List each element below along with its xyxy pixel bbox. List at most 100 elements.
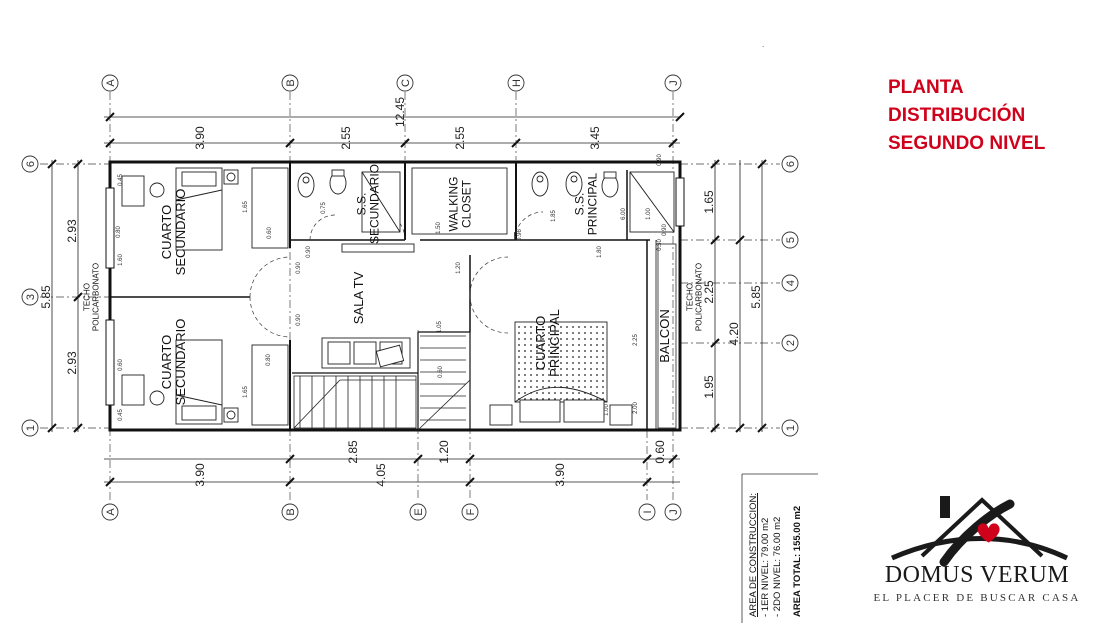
interior-dim: 1.00 bbox=[604, 404, 610, 416]
dim-top-overall: 12.45 bbox=[393, 97, 407, 127]
beds bbox=[121, 167, 289, 426]
balcony-railing bbox=[657, 243, 677, 429]
title-line-2: DISTRIBUCIÓN bbox=[888, 105, 1026, 126]
room-ss-secundario: S.S.SECUNDARIO bbox=[354, 164, 381, 244]
dimension-lines bbox=[51, 116, 763, 483]
interior-dim: 1.50 bbox=[436, 222, 442, 234]
interior-dim: 0.60 bbox=[267, 227, 273, 239]
axis-right-2: 2 bbox=[785, 340, 797, 346]
interior-dim: 1.20 bbox=[456, 262, 462, 274]
axis-left-3: 3 bbox=[25, 294, 37, 300]
room-cuarto-principal: CUARTOPRINCIPAL bbox=[533, 309, 562, 377]
dim-right-seg-1: 1.65 bbox=[702, 190, 716, 214]
room-sala-tv: SALA TV bbox=[351, 271, 366, 324]
interior-dim: 0.90 bbox=[296, 314, 302, 326]
house-heart-logo-icon bbox=[891, 496, 1069, 567]
interior-dim: 2.25 bbox=[633, 334, 639, 346]
axis-top-h: H bbox=[511, 79, 523, 87]
axis-right-4: 4 bbox=[785, 280, 797, 286]
room-cuarto-sec-bottom: CUARTOSECUNDARIO bbox=[159, 319, 188, 406]
dimension-texts: 12.45 3.90 2.55 2.55 3.45 2.85 1.20 0.60… bbox=[39, 97, 763, 487]
dim-left-overall: 5.85 bbox=[39, 285, 53, 309]
interior-dim: 1.80 bbox=[597, 246, 603, 258]
interior-dim: 0.90 bbox=[306, 246, 312, 258]
interior-dim: 1.05 bbox=[437, 321, 443, 333]
interior-dim: 1.85 bbox=[551, 210, 557, 222]
interior-dim: 0.60 bbox=[438, 366, 444, 378]
interior-dim: 1.65 bbox=[243, 201, 249, 213]
area-line-2: - 2DO NIVEL: 76.00 m2 bbox=[772, 517, 783, 617]
interior-dim: 0.96 bbox=[517, 229, 523, 241]
dim-top-seg-1: 3.90 bbox=[193, 126, 207, 150]
dim-top-seg-2: 2.55 bbox=[339, 126, 353, 150]
dim-right-seg-3: 1.95 bbox=[702, 375, 716, 399]
room-walking-closet: WALKINGCLOSET bbox=[446, 177, 473, 232]
interior-dim: 1.60 bbox=[118, 254, 124, 266]
room-cuarto-sec-top: CUARTOSECUNDARIO bbox=[159, 189, 188, 276]
axis-lines bbox=[40, 92, 780, 500]
area-line-1: - 1ER NIVEL: 79.00 m2 bbox=[760, 518, 771, 617]
axis-bubbles bbox=[21, 74, 799, 521]
interior-dim: 0.75 bbox=[321, 202, 327, 214]
axis-bottom-a: A bbox=[105, 508, 117, 516]
axis-bottom-f: F bbox=[465, 508, 477, 515]
interior-dim: 0.30 bbox=[657, 239, 663, 251]
dim-right-seg-2: 2.25 bbox=[702, 280, 716, 304]
windows bbox=[105, 177, 685, 406]
dim-top-seg-4: 3.45 bbox=[588, 126, 602, 150]
room-techo-left: TECHOPOLICARBONATO bbox=[83, 263, 101, 331]
area-heading: AREA DE CONSTRUCCION: bbox=[748, 493, 759, 617]
dim-bottom-row1-3: 0.60 bbox=[653, 440, 667, 464]
interior-dim: 0.90 bbox=[662, 224, 668, 236]
dim-right-overall: 5.85 bbox=[749, 285, 763, 309]
axis-labels: A B C H J A B E F I J 6 3 1 6 5 4 2 1 bbox=[25, 79, 797, 516]
interior-dim: 1.00 bbox=[646, 208, 652, 220]
title-line-3: SEGUNDO NIVEL bbox=[888, 133, 1046, 154]
title-line-1: PLANTA bbox=[888, 77, 964, 98]
dim-top-seg-3: 2.55 bbox=[453, 126, 467, 150]
stairs bbox=[293, 335, 471, 431]
stray-dot: . bbox=[762, 40, 764, 49]
interior-dim: 0.60 bbox=[118, 359, 124, 371]
axis-top-c: C bbox=[400, 79, 412, 87]
dim-left-seg-1: 2.93 bbox=[65, 219, 79, 243]
room-ss-principal: S.S.PRINCIPAL bbox=[572, 172, 599, 235]
axis-bottom-j: J bbox=[668, 509, 680, 515]
axis-left-1: 1 bbox=[25, 425, 37, 431]
sofa bbox=[321, 337, 411, 369]
master-bed bbox=[489, 321, 633, 426]
interior-dim: 6.00 bbox=[621, 208, 627, 220]
dim-right-mid: 4.20 bbox=[727, 322, 741, 346]
dim-bottom-row2-3: 3.90 bbox=[553, 463, 567, 487]
axis-bottom-e: E bbox=[413, 508, 425, 515]
interior-dim: 1.65 bbox=[243, 386, 249, 398]
dim-bottom-row2-1: 3.90 bbox=[193, 463, 207, 487]
plan-title: PLANTA DISTRIBUCIÓN SEGUNDO NIVEL bbox=[888, 74, 1045, 158]
interior-dims: 1.65 0.60 0.90 0.80 1.60 0.45 0.75 1.50 0.30 2.25… bbox=[116, 154, 668, 421]
interior-dim: 0.45 bbox=[118, 409, 124, 421]
axis-right-6: 6 bbox=[785, 161, 797, 167]
room-techo-right: TECHOPOLICARBONATO bbox=[686, 263, 704, 331]
room-labels: SALA TV BALCON bbox=[351, 271, 672, 362]
axis-top-b: B bbox=[285, 79, 297, 86]
axis-right-1: 1 bbox=[785, 425, 797, 431]
axis-bottom-i: I bbox=[642, 510, 654, 513]
area-note: AREA DE CONSTRUCCION: - 1ER NIVEL: 79.00… bbox=[741, 473, 818, 623]
area-total: AREA TOTAL: 155.00 m2 bbox=[792, 506, 803, 617]
dim-bottom-row1-1: 2.85 bbox=[346, 440, 360, 464]
axis-left-6: 6 bbox=[25, 161, 37, 167]
interior-dim: 2.00 bbox=[633, 402, 639, 414]
axis-right-5: 5 bbox=[785, 237, 797, 243]
interior-dim: 0.80 bbox=[116, 226, 122, 238]
dimension-ticks bbox=[47, 112, 767, 487]
room-balcon: BALCON bbox=[657, 309, 672, 362]
room-labels-multiline: CUARTOSECUNDARIO CUARTOSECUNDARIO S.S.SECU… bbox=[83, 164, 704, 405]
dim-bottom-row1-2: 1.20 bbox=[437, 440, 451, 464]
axis-bottom-b: B bbox=[285, 508, 297, 515]
interior-dim: 0.90 bbox=[296, 262, 302, 274]
bathroom-fixtures bbox=[297, 167, 675, 235]
brand-tagline: EL PLACER DE BUSCAR CASA bbox=[873, 592, 1081, 604]
interior-dim: 0.80 bbox=[266, 354, 272, 366]
interior-dim: 0.45 bbox=[118, 174, 124, 186]
